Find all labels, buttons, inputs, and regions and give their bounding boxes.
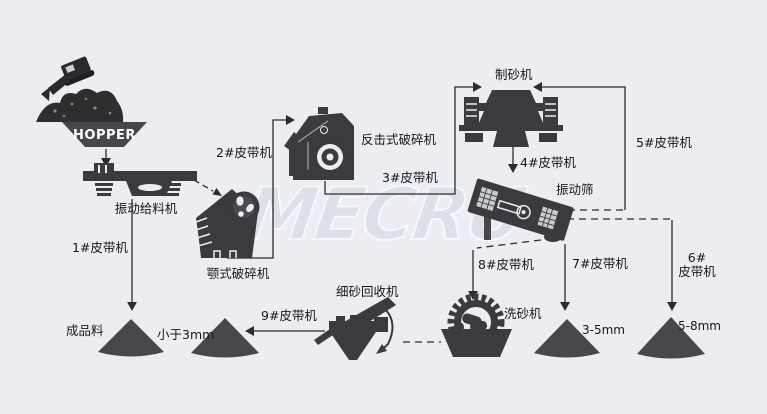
impact-crusher-label: 反击式破碎机: [361, 132, 437, 147]
arrowhead-belt7-down: [560, 302, 570, 311]
vibrating-screen-label: 振动筛: [556, 182, 594, 197]
belt8-dashed-line: [476, 239, 542, 249]
belt6-label-line2: 皮带机: [678, 264, 716, 279]
arrowhead-belt2-right: [286, 115, 295, 125]
belt6-label-line1: 6#: [687, 250, 707, 265]
belt6-label: 6# 皮带机: [670, 251, 724, 279]
vibrating-feeder-label: 振动给料机: [114, 201, 178, 216]
feeder-to-jaw-dashed-line: [193, 179, 214, 192]
fine-sand-recycler-icon: [314, 297, 396, 360]
sand-washer-label: 洗砂机: [504, 306, 542, 321]
stockpile-3-5mm: [534, 319, 600, 358]
arrowhead-belt3-right: [473, 82, 482, 92]
sand-maker-icon: [459, 90, 563, 147]
arrowhead-feeder-jaw: [212, 188, 222, 196]
jaw-crusher-label: 颚式破碎机: [206, 266, 270, 281]
belt3-label: 3#皮带机: [382, 170, 438, 185]
hopper-icon: [62, 122, 147, 147]
size-3-5mm-label: 3-5mm: [582, 323, 625, 337]
arrowhead-belt8-down: [468, 291, 478, 300]
arrowhead-belt4-down: [508, 164, 518, 173]
belt7-label: 7#皮带机: [572, 256, 628, 271]
excavator-stockpile-icon: [36, 56, 124, 122]
stockpile-finished: [98, 319, 164, 357]
stockpile-5-8mm: [637, 317, 705, 359]
finished-material-label: 成品料: [66, 323, 104, 338]
jaw-crusher-icon: [195, 189, 260, 258]
arrowhead-belt6-down: [667, 302, 677, 311]
arrowhead-belt5-left: [533, 82, 542, 92]
sand-washer-icon: [441, 293, 512, 357]
arrowhead-belt9-left: [245, 326, 254, 336]
size-5-8mm-label: 5-8mm: [678, 319, 721, 333]
vibrating-feeder-icon: [83, 163, 197, 196]
under-3mm-label: 小于3mm: [157, 327, 215, 342]
belt5-line: [542, 86, 626, 210]
belt5-label: 5#皮带机: [636, 135, 692, 150]
hopper-label: HOPPER: [73, 128, 136, 143]
belt9-label: 9#皮带机: [261, 308, 317, 323]
belt8-label: 8#皮带机: [478, 257, 534, 272]
belt4-label: 4#皮带机: [520, 155, 576, 170]
belt3-line: [324, 86, 473, 195]
arrowhead-hopper-down: [101, 158, 111, 167]
sand-maker-label: 制砂机: [495, 67, 533, 82]
vibrating-screen-icon: [467, 178, 574, 242]
stockpiles: [98, 317, 705, 359]
flow-arrowheads: [101, 82, 677, 336]
fine-sand-recycler-label: 细砂回收机: [336, 284, 399, 299]
belt1-label: 1#皮带机: [72, 240, 128, 255]
stockpile-under-3mm: [191, 318, 259, 358]
arrowhead-belt1-down: [127, 302, 137, 311]
belt2-label: 2#皮带机: [216, 145, 272, 160]
impact-crusher-icon: [284, 107, 354, 180]
